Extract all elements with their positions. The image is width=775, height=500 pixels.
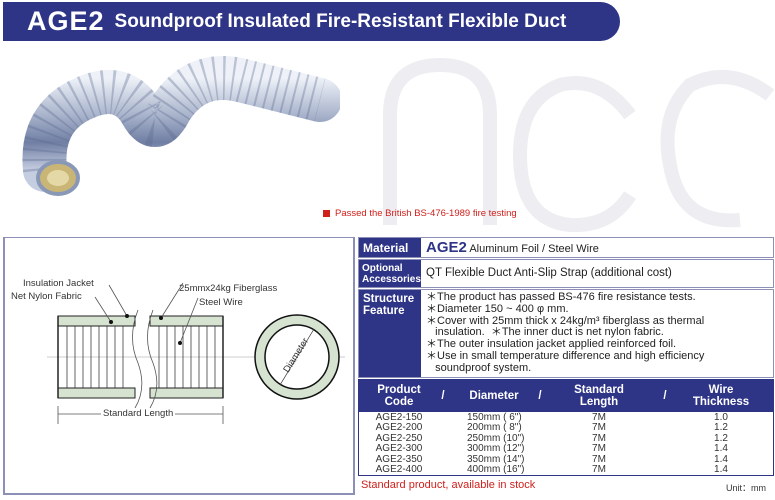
label-insulation-jacket: Insulation Jacket: [23, 278, 94, 289]
label-steel-wire: Steel Wire: [199, 297, 243, 308]
table-cell: 1.4: [714, 463, 728, 475]
fire-test-note: Passed the British BS-476-1989 fire test…: [323, 208, 517, 219]
col-diameter: Diameter: [469, 390, 519, 402]
stock-note: Standard product, available in stock: [361, 479, 536, 491]
table-cell: 7M: [592, 463, 606, 475]
table-cell: AGE2-250: [375, 432, 423, 444]
feature-item: ＊The product has passed BS-476 fire resi…: [426, 291, 696, 303]
col-product-code: Product Code: [377, 384, 421, 408]
structure-diagram: Insulation Jacket Net Nylon Fabric 25mmx…: [3, 237, 355, 495]
duct-photo: [22, 56, 340, 196]
label-net-nylon-fabric: Net Nylon Fabric: [11, 291, 82, 302]
page-title: Soundproof Insulated Fire-Resistant Flex…: [114, 10, 567, 32]
feature-item: soundproof system.: [426, 361, 532, 374]
unit-label: Unit：mm: [726, 483, 766, 493]
table-row: AGE2-200 200mm ( 8") 7M 1.2: [359, 422, 773, 434]
table-cell: 7M: [592, 443, 606, 455]
header-separator: /: [663, 390, 667, 402]
structure-label: Structure Feature: [359, 290, 421, 377]
table-cell: 400mm (16"): [467, 463, 525, 475]
background-watermark: [383, 57, 775, 233]
product-table: Product Code / Diameter / Standard Lengt…: [358, 379, 774, 476]
table-cell: 300mm (12"): [467, 443, 525, 455]
table-cell: 1.4: [714, 453, 728, 465]
table-cell: 1.4: [714, 443, 728, 455]
table-cell: 7M: [592, 422, 606, 434]
accessories-value: QT Flexible Duct Anti-Slip Strap (additi…: [426, 267, 672, 279]
material-value: Aluminum Foil / Steel Wire: [469, 243, 599, 255]
duct-cross-section-drawing: [47, 282, 345, 424]
table-row: AGE2-250 250mm (10") 7M 1.2: [359, 432, 773, 444]
table-cell: 1.2: [714, 432, 728, 444]
accessories-label: Optional Accessories: [359, 260, 421, 287]
table-cell: AGE2-200: [375, 422, 423, 434]
label-standard-length: Standard Length: [101, 408, 176, 419]
product-code: AGE2: [27, 6, 105, 36]
table-cell: 350mm (14"): [467, 453, 525, 465]
title-banner: AGE2 Soundproof Insulated Fire-Resistant…: [3, 2, 620, 41]
table-cell: 7M: [592, 412, 606, 423]
table-row: AGE2-300 300mm (12") 7M 1.4: [359, 443, 773, 455]
label-fiberglass: 25mmx24kg Fiberglass: [179, 283, 278, 294]
feature-item: ＊The outer insulation jacket applied rei…: [426, 338, 677, 351]
material-label: Material: [359, 238, 421, 257]
structure-row: Structure Feature ＊The product has passe…: [358, 289, 774, 378]
feature-item: ＊Cover with 25mm thick x 24kg/m³ fibergl…: [426, 314, 705, 327]
accessories-row: Optional Accessories QT Flexible Duct An…: [358, 259, 774, 288]
table-cell: AGE2-150: [375, 412, 423, 423]
col-standard-length: Standard Length: [574, 384, 624, 408]
table-cell: 7M: [592, 453, 606, 465]
red-square-icon: [323, 210, 330, 217]
table-row: AGE2-350 350mm (14") 7M 1.4: [359, 453, 773, 465]
table-cell: 200mm ( 8"): [467, 422, 522, 434]
header-separator: /: [441, 390, 445, 402]
table-cell: 1.0: [714, 412, 728, 423]
feature-item: ＊Use in small temperature difference and…: [426, 349, 705, 362]
table-header: Product Code / Diameter / Standard Lengt…: [359, 380, 773, 412]
table-cell: 1.2: [714, 422, 728, 434]
feature-item: ＊Diameter 150 ~ 400 φ mm.: [426, 302, 569, 315]
table-row: AGE2-400 400mm (16") 7M 1.4: [359, 463, 773, 475]
table-row: AGE2-150 150mm ( 6") 7M 1.0: [359, 412, 773, 423]
material-row: Material AGE2 Aluminum Foil / Steel Wire: [358, 237, 774, 258]
material-code: AGE2: [426, 239, 467, 256]
header-separator: /: [538, 390, 542, 402]
table-cell: AGE2-350: [375, 453, 423, 465]
table-cell: AGE2-400: [375, 463, 423, 475]
col-wire-thickness: Wire Thickness: [692, 384, 750, 408]
feature-item: insulation. ＊The inner duct is net nylon…: [426, 326, 664, 339]
table-cell: 150mm ( 6"): [467, 412, 522, 423]
table-cell: 7M: [592, 432, 606, 444]
fire-test-text: Passed the British BS-476-1989 fire test…: [335, 208, 517, 219]
table-cell: AGE2-300: [375, 443, 423, 455]
table-cell: 250mm (10"): [467, 432, 525, 444]
